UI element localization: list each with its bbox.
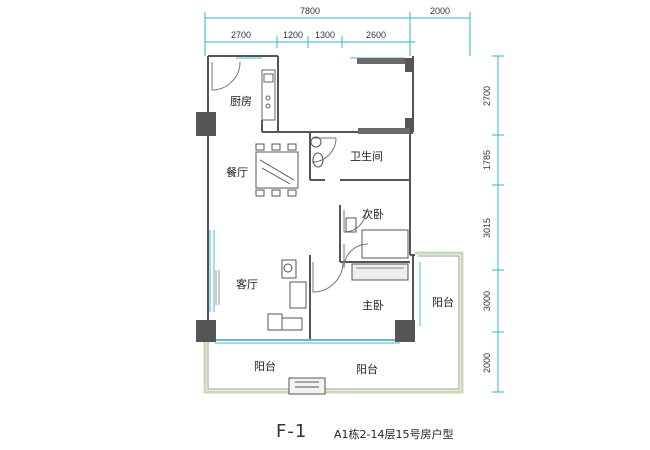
right-dim-1: 2700 bbox=[482, 86, 492, 106]
bathroom-fixtures bbox=[310, 136, 324, 168]
living-cabinet bbox=[215, 270, 220, 305]
kitchen-counter bbox=[261, 69, 276, 121]
room-label-dining: 餐厅 bbox=[226, 165, 248, 179]
doors bbox=[211, 61, 369, 293]
room-label-master-bedroom: 主卧 bbox=[362, 299, 384, 312]
top-dimension-lines bbox=[204, 12, 471, 56]
room-label-living: 客厅 bbox=[236, 277, 258, 291]
room-label-bathroom: 卫生间 bbox=[350, 149, 383, 163]
right-dim-4: 3000 bbox=[482, 291, 492, 311]
master-bed bbox=[351, 263, 409, 281]
right-dimension-lines bbox=[492, 55, 504, 393]
right-dim-5: 2000 bbox=[482, 353, 492, 373]
top-dim-overall: 7800 bbox=[300, 6, 320, 16]
windows bbox=[209, 57, 421, 344]
ac-unit bbox=[288, 377, 326, 395]
plan-description: A1栋2-14层15号房户型 bbox=[334, 428, 454, 441]
room-label-second-bedroom: 次卧 bbox=[362, 207, 384, 221]
top-dim-seg2: 1200 bbox=[283, 30, 303, 40]
dining-table bbox=[255, 143, 299, 197]
plan-code: F-1 bbox=[276, 421, 308, 442]
right-dim-2: 1785 bbox=[482, 150, 492, 170]
balcony-outline bbox=[203, 251, 464, 394]
columns bbox=[196, 58, 415, 342]
second-bedroom-bed bbox=[345, 217, 409, 259]
room-label-kitchen: 厨房 bbox=[230, 95, 252, 108]
room-label-balcony-bottom-left: 阳台 bbox=[254, 359, 276, 373]
top-dim-seg4: 2600 bbox=[366, 30, 386, 40]
balcony-rail-inner bbox=[207, 255, 460, 390]
top-dim-seg3: 1300 bbox=[315, 30, 335, 40]
top-dim-seg1: 2700 bbox=[231, 30, 251, 40]
room-label-balcony-bottom-right: 阳台 bbox=[356, 362, 378, 376]
living-sofa bbox=[267, 259, 307, 331]
top-dim-balcony: 2000 bbox=[430, 6, 450, 16]
right-dim-3: 3015 bbox=[482, 218, 492, 238]
room-label-balcony-right: 阳台 bbox=[432, 295, 454, 309]
